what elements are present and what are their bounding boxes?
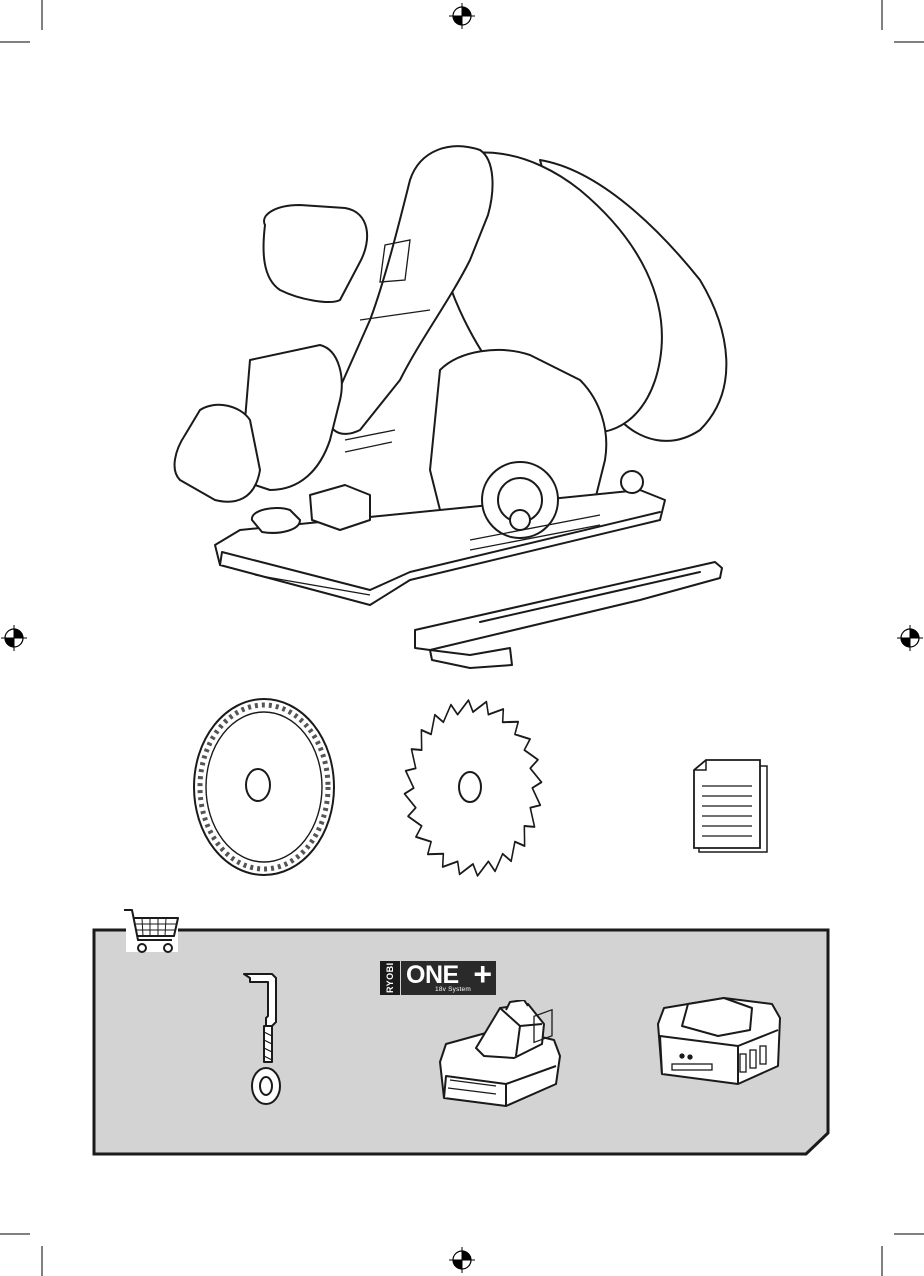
circular-saw-illustration [160, 130, 760, 680]
diamond-disc-illustration [188, 695, 340, 880]
charger-illustration [654, 990, 784, 1086]
shopping-cart-icon [120, 906, 182, 962]
crosshair-icon [1, 625, 27, 651]
crosshair-icon [897, 625, 923, 651]
crosshair-icon [449, 1247, 475, 1273]
battery-illustration [436, 1000, 568, 1112]
document-icon [690, 756, 770, 856]
brand-label: RYOBI [380, 961, 400, 995]
logo-main: ONE + 18v System [401, 961, 496, 995]
one-plus-logo: RYOBI ONE + 18v System [380, 961, 496, 995]
saw-blade-illustration [402, 695, 544, 881]
plus-label: + [473, 962, 492, 986]
product-label: ONE [406, 962, 459, 988]
crosshair-icon [449, 3, 475, 29]
clamp-illustration [236, 970, 286, 1110]
system-label: 18v System [435, 986, 471, 993]
